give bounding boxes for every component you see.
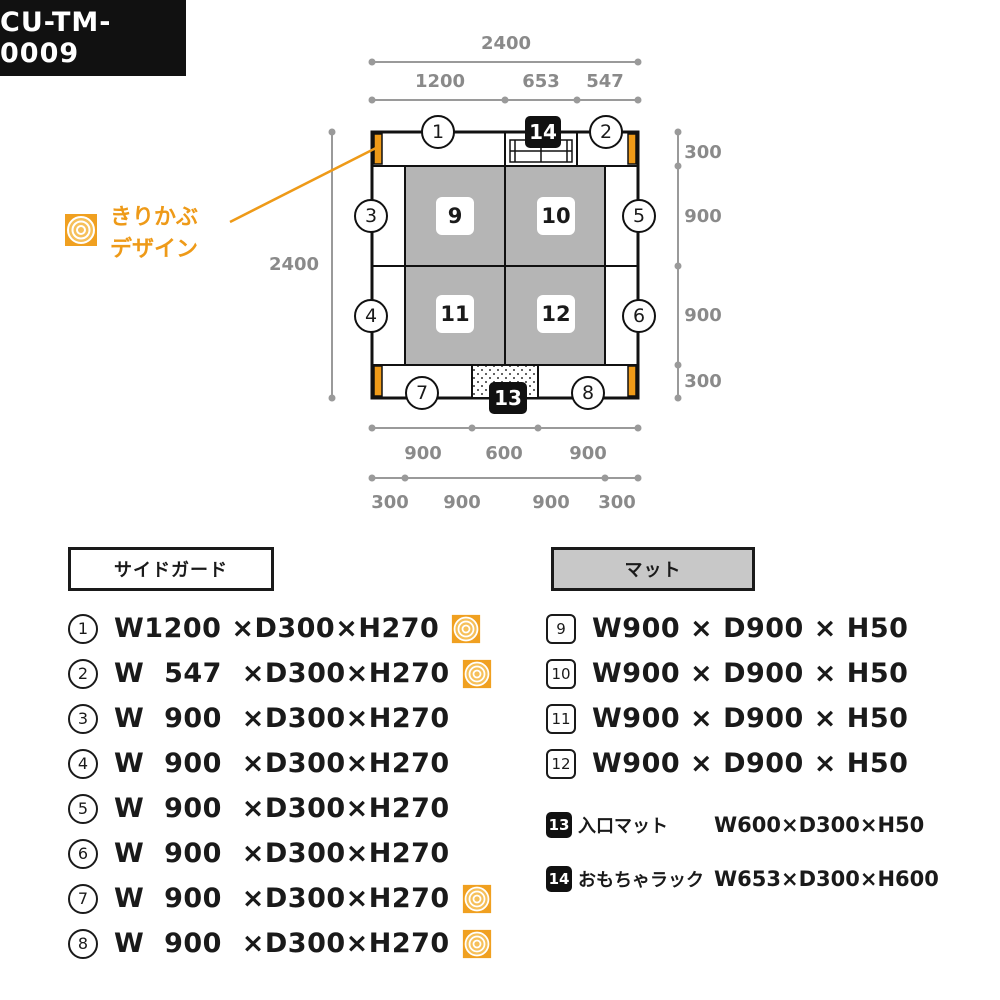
item-number-badge: 14 [546,866,572,892]
item-number-badge: 7 [68,883,98,914]
guard-label-2: 2 [600,121,612,143]
side-guard-list: 1 W1200 ×D300×H270 2 W 547 ×D300×H270 3 … [68,606,492,966]
toy-rack-spec: 14 おもちゃラック W653×D300×H600 [546,866,939,892]
annotation-line-1: きりかぶ [110,205,199,230]
item-dims: W600×D300×H50 [714,813,925,837]
stump-bar-guard-8 [627,365,637,397]
guard-label-8: 8 [582,382,594,404]
stump-ring-icon [65,214,97,246]
side-guard-item-3: 3 W 900 ×D300×H270 [68,696,492,741]
mat-label-10: 10 [541,204,570,228]
entrance-mat-spec: 13 入口マット W600×D300×H50 [546,812,924,838]
guard-label-3: 3 [365,205,377,227]
entrance-mat-label: 13 [494,386,522,410]
mat-header: マット [551,547,755,591]
item-spec: W900 × D900 × H50 [592,703,909,734]
mat-item-12: 12 W900 × D900 × H50 [546,741,908,786]
dim-bottom1-1: 900 [404,443,442,464]
dim-top-3: 547 [586,71,624,92]
side-guard-item-1: 1 W1200 ×D300×H270 [68,606,492,651]
stump-ring-icon [452,614,481,643]
mat-label-12: 12 [541,302,570,326]
side-guard-item-2: 2 W 547 ×D300×H270 [68,651,492,696]
side-guard-header: サイドガード [68,547,274,591]
item-spec: W900 × D900 × H50 [592,613,909,644]
guard-label-4: 4 [365,305,377,327]
item-spec: W900 × D900 × H50 [592,748,909,779]
side-guard-item-4: 4 W 900 ×D300×H270 [68,741,492,786]
mat-list: 9 W900 × D900 × H50 10 W900 × D900 × H50… [546,606,908,786]
item-dims: W653×D300×H600 [714,867,939,891]
side-guard-item-7: 7 W 900 ×D300×H270 [68,876,492,921]
item-name: おもちゃラック [578,870,704,891]
dim-bottom1-3: 900 [569,443,607,464]
dim-bottom2-3: 900 [532,492,570,513]
item-number-badge: 12 [546,748,576,779]
item-number-badge: 13 [546,812,572,838]
item-number-badge: 8 [68,928,98,959]
stump-ring-icon [462,659,491,688]
mat-item-11: 11 W900 × D900 × H50 [546,696,908,741]
item-spec: W 900 ×D300×H270 [114,748,450,779]
side-guard-item-5: 5 W 900 ×D300×H270 [68,786,492,831]
guard-label-5: 5 [633,205,645,227]
toy-rack-label: 14 [529,120,557,144]
dim-left-total: 2400 [269,254,319,275]
item-number-badge: 6 [68,838,98,869]
floor-plan-diagram: 2400 1200 653 547 2400 300 900 900 300 9… [229,33,722,513]
item-name: 入口マット [578,816,668,837]
dim-bottom2-2: 900 [443,492,481,513]
dim-bottom2-1: 300 [371,492,409,513]
item-spec: W900 × D900 × H50 [592,658,909,689]
stump-bar-guard-7 [373,365,383,397]
product-code: CU-TM-0009 [0,0,186,76]
stump-design-annotation: きりかぶ デザイン [110,202,198,266]
guard-label-7: 7 [416,382,428,404]
dim-bottom1-2: 600 [485,443,523,464]
mat-label-9: 9 [448,204,463,228]
annotation-line-2: デザイン [110,237,199,262]
side-guard-item-8: 8 W 900 ×D300×H270 [68,921,492,966]
item-spec: W 900 ×D300×H270 [114,883,450,914]
mat-item-9: 9 W900 × D900 × H50 [546,606,908,651]
dim-right-3: 900 [684,305,722,326]
item-number-badge: 1 [68,613,98,644]
dim-right-2: 900 [684,206,722,227]
stump-ring-icon [462,884,491,913]
mat-item-10: 10 W900 × D900 × H50 [546,651,908,696]
item-number-badge: 3 [68,703,98,734]
stump-ring-icon [462,929,491,958]
side-guard-item-6: 6 W 900 ×D300×H270 [68,831,492,876]
dim-bottom2-4: 300 [598,492,636,513]
dim-right-1: 300 [684,142,722,163]
item-spec: W 900 ×D300×H270 [114,838,450,869]
item-number-badge: 5 [68,793,98,824]
item-spec: W 900 ×D300×H270 [114,703,450,734]
item-spec: W 547 ×D300×H270 [114,658,450,689]
item-spec: W1200 ×D300×H270 [114,613,440,644]
stump-bar-guard-2 [627,133,637,165]
guard-label-1: 1 [432,121,444,143]
mat-label-11: 11 [440,302,469,326]
annotation-leader-line [229,146,377,224]
dim-top-total: 2400 [481,33,531,54]
item-number-badge: 10 [546,658,576,689]
dim-top-2: 653 [522,71,560,92]
item-spec: W 900 ×D300×H270 [114,928,450,959]
item-number-badge: 4 [68,748,98,779]
item-spec: W 900 ×D300×H270 [114,793,450,824]
item-number-badge: 11 [546,703,576,734]
item-number-badge: 9 [546,613,576,644]
dim-top-1: 1200 [415,71,465,92]
item-number-badge: 2 [68,658,98,689]
guard-label-6: 6 [633,305,645,327]
dim-right-4: 300 [684,371,722,392]
